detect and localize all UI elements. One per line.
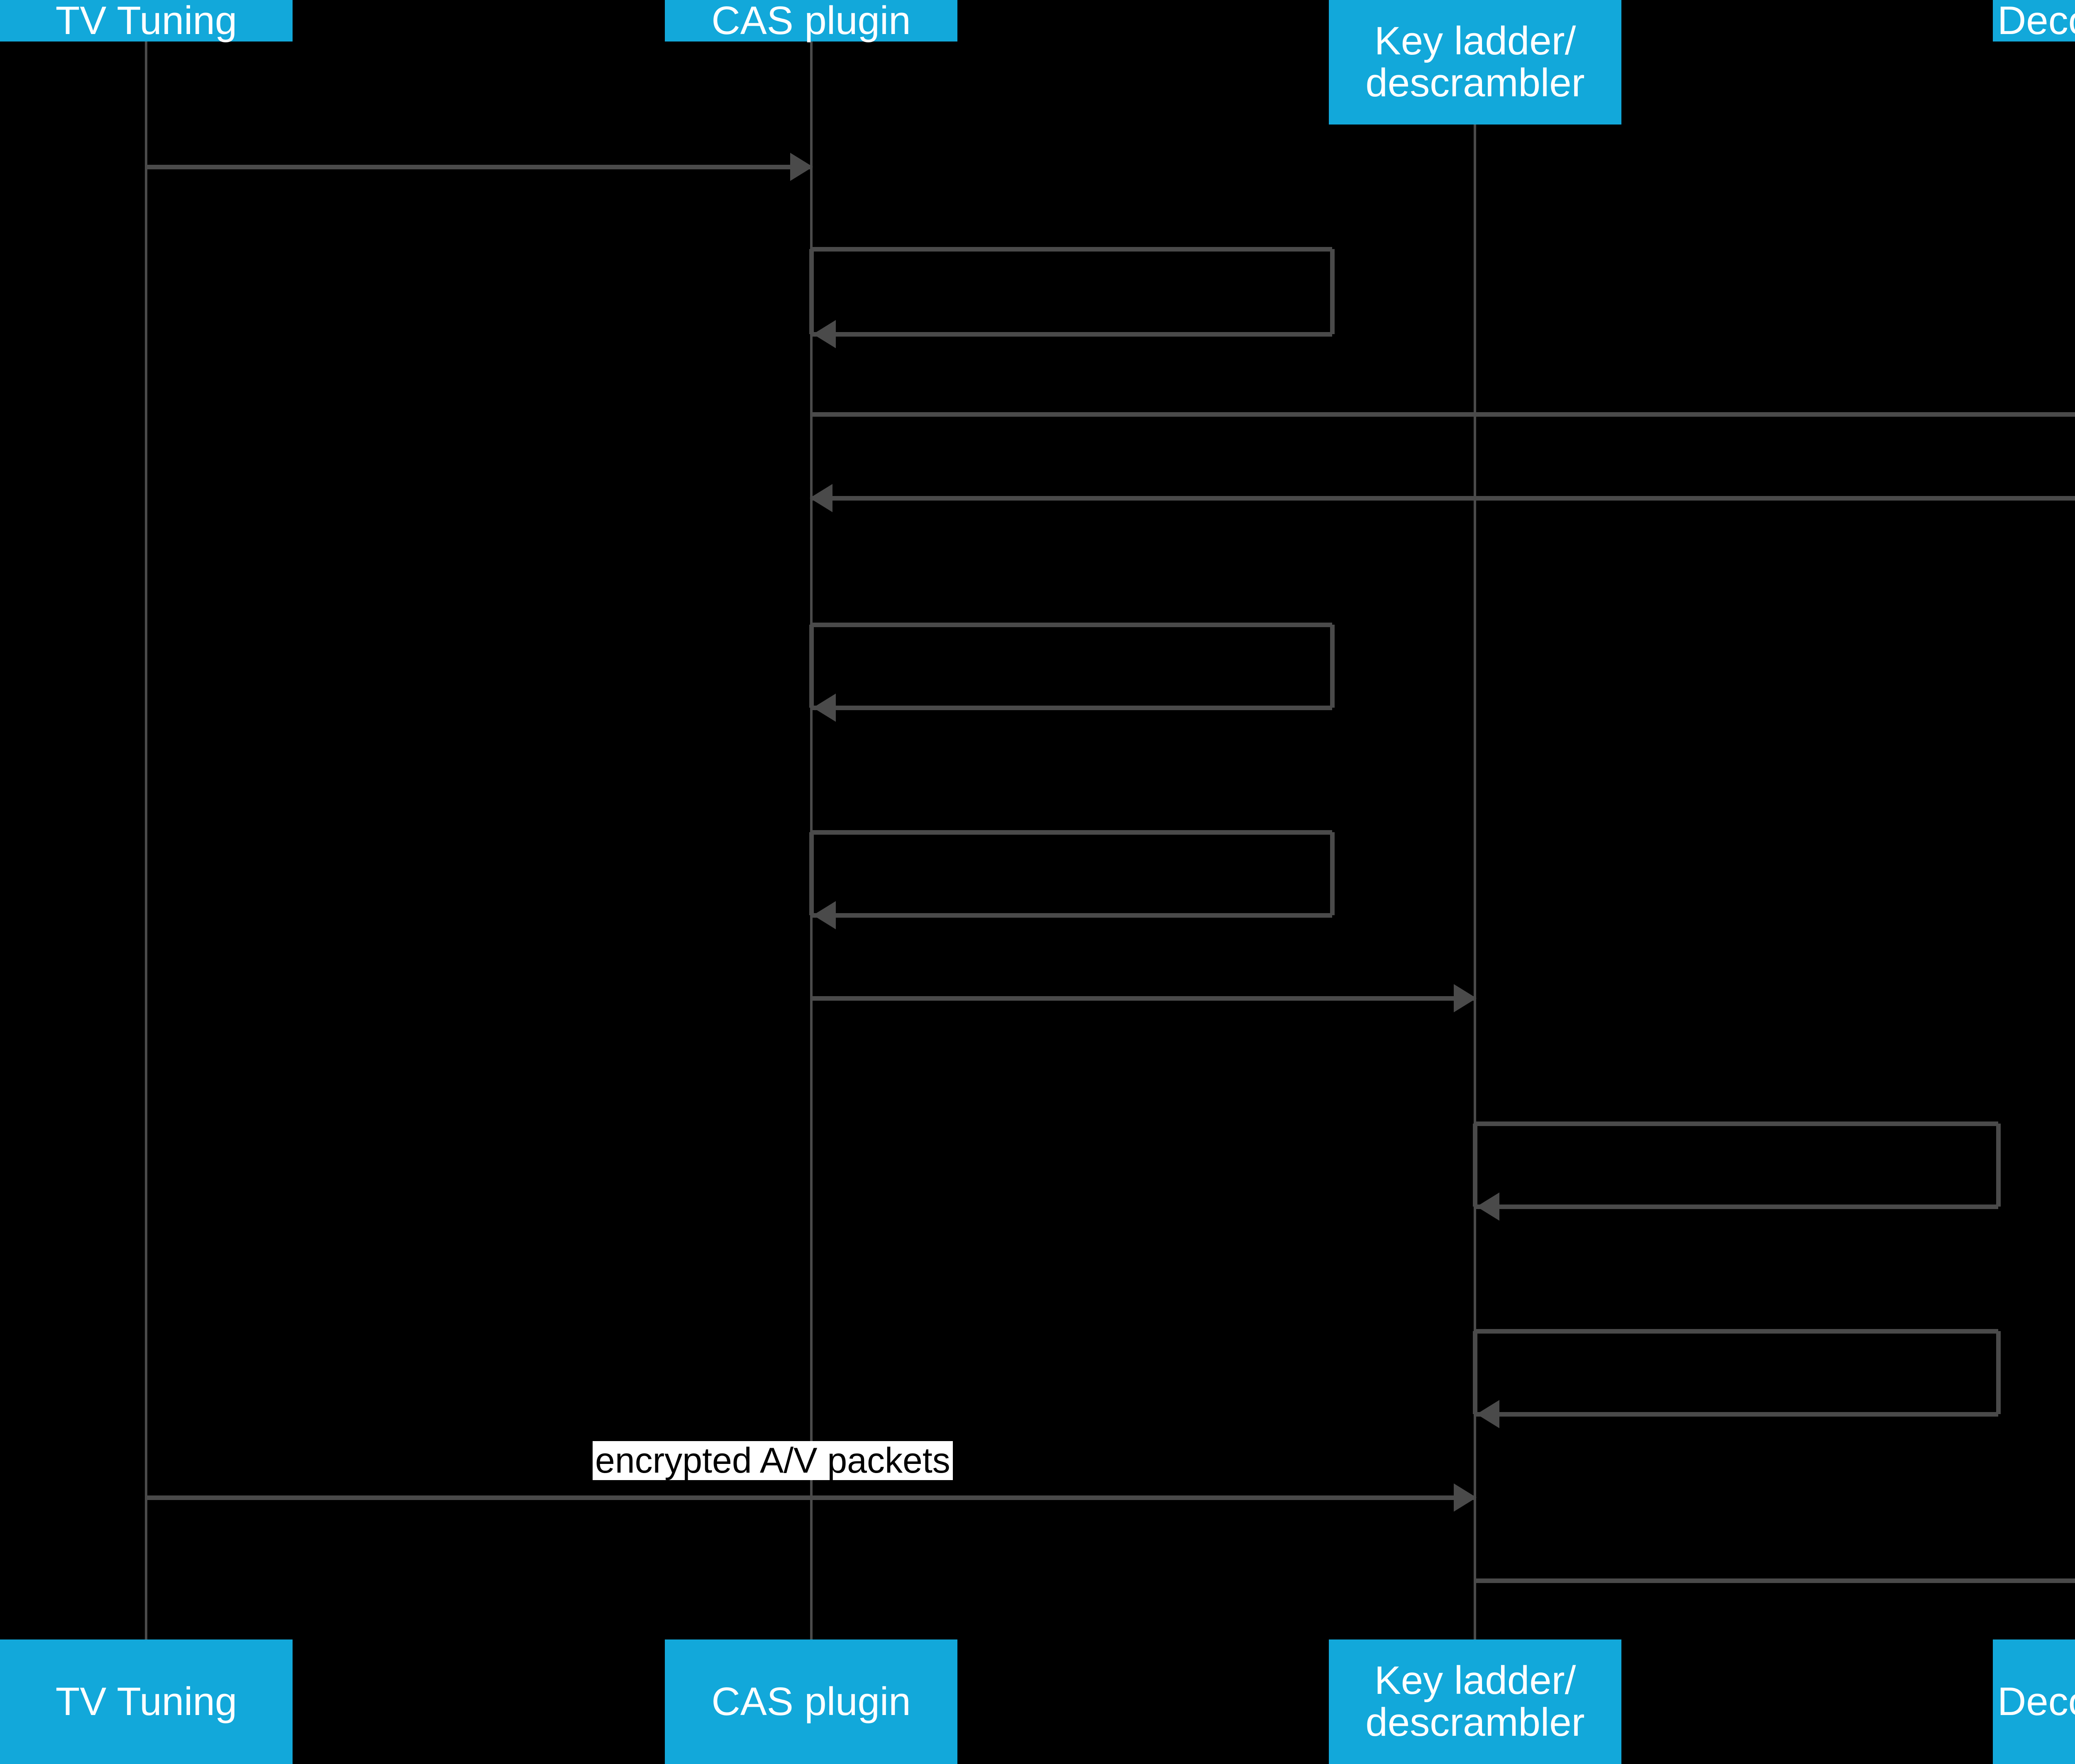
self-message-arrowhead-m8 [1477, 1192, 1499, 1221]
self-message-top-m9 [1475, 1329, 1998, 1334]
self-message-bottom-m6 [811, 913, 1332, 918]
lifeline-tv_tuning [145, 42, 147, 1639]
actor-box-cas_plugin-bottom[interactable]: CAS plugin [665, 1639, 957, 1764]
self-message-side-m2 [1330, 249, 1335, 334]
actor-label-tv_tuning: TV Tuning [55, 1679, 237, 1724]
self-message-side-m9 [1996, 1331, 2001, 1414]
actor-label-key_ladder: Key ladder/ descrambler [1365, 19, 1585, 105]
self-message-top-m6 [811, 830, 1332, 835]
message-label-m10: encrypted A/V packets [593, 1441, 953, 1481]
self-message-stem-m9 [1472, 1331, 1477, 1414]
actor-box-key_ladder-top[interactable]: Key ladder/ descrambler [1329, 0, 1621, 125]
self-message-stem-m6 [809, 832, 814, 915]
self-message-side-m6 [1330, 832, 1335, 915]
self-message-top-m5 [811, 622, 1332, 627]
self-message-bottom-m9 [1475, 1412, 1998, 1417]
self-message-side-m8 [1996, 1124, 2001, 1207]
message-arrowhead-m7 [1454, 984, 1477, 1012]
message-line-m11 [1475, 1578, 2075, 1583]
self-message-arrowhead-m9 [1477, 1400, 1499, 1428]
message-line-m10 [146, 1495, 1475, 1500]
self-message-stem-m8 [1472, 1124, 1477, 1207]
self-message-bottom-m2 [811, 332, 1332, 337]
actor-label-tv_tuning: TV Tuning [55, 0, 237, 43]
self-message-arrowhead-m2 [813, 320, 836, 348]
self-message-bottom-m8 [1475, 1204, 1998, 1209]
message-line-m4 [811, 496, 2075, 501]
self-message-side-m5 [1330, 625, 1335, 708]
actor-box-decode-top[interactable]: Decode, display [1993, 0, 2075, 42]
actor-label-decode: Decode, display [1997, 1679, 2075, 1724]
self-message-arrowhead-m6 [813, 901, 836, 929]
message-arrowhead-m1 [790, 153, 813, 181]
actor-label-key_ladder: Key ladder/ descrambler [1365, 1658, 1585, 1744]
actor-label-cas_plugin: CAS plugin [711, 1679, 911, 1724]
self-message-top-m2 [811, 247, 1332, 252]
actor-label-cas_plugin: CAS plugin [711, 0, 911, 43]
lifeline-key_ladder [1474, 125, 1476, 1639]
message-arrowhead-m4 [810, 484, 832, 512]
message-arrowhead-m10 [1454, 1483, 1477, 1512]
self-message-bottom-m5 [811, 705, 1332, 710]
actor-box-decode-bottom[interactable]: Decode, display [1993, 1639, 2075, 1764]
message-line-m3 [811, 412, 2075, 417]
message-line-m1 [146, 164, 811, 169]
actor-box-cas_plugin-top[interactable]: CAS plugin [665, 0, 957, 42]
self-message-arrowhead-m5 [813, 694, 836, 722]
actor-box-tv_tuning-bottom[interactable]: TV Tuning [0, 1639, 293, 1764]
actor-box-tv_tuning-top[interactable]: TV Tuning [0, 0, 293, 42]
self-message-top-m8 [1475, 1121, 1998, 1126]
self-message-stem-m2 [809, 249, 814, 334]
message-line-m7 [811, 996, 1475, 1001]
actor-label-decode: Decode, display [1997, 0, 2075, 43]
self-message-stem-m5 [809, 625, 814, 708]
actor-box-key_ladder-bottom[interactable]: Key ladder/ descrambler [1329, 1639, 1621, 1764]
